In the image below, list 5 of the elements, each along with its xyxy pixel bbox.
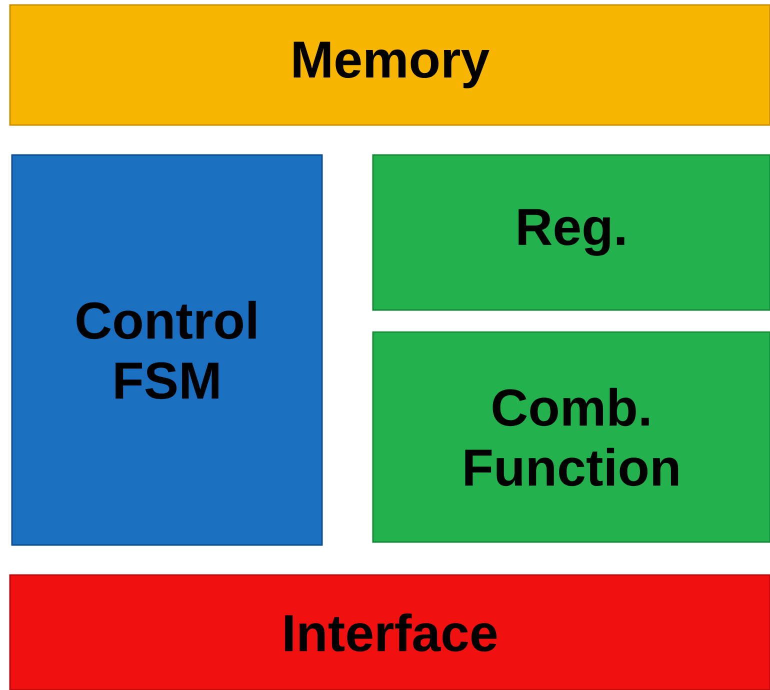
control-block: Control FSM	[11, 154, 323, 546]
memory-block: Memory	[9, 4, 770, 126]
logic-block: Comb. Function	[372, 331, 770, 543]
register-block: Reg.	[372, 154, 770, 311]
interface-block: Interface	[9, 574, 770, 690]
